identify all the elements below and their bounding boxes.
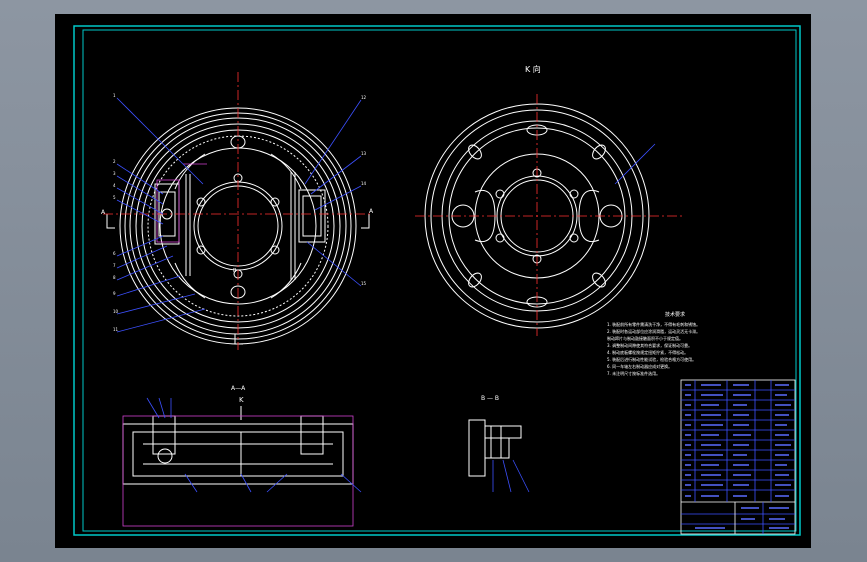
title-block [680, 379, 796, 535]
tech-notes: 1. 装配前所有零件需清洗干净，不得有毛刺和锈蚀。 2. 装配时各运动部位应涂润… [607, 321, 700, 376]
svg-text:6: 6 [113, 251, 116, 256]
main-view-centerlines [103, 72, 373, 350]
tech-note: 制动蹄片与制动鼓接触面积不小于规定值。 [607, 335, 683, 341]
svg-text:14: 14 [361, 181, 367, 186]
tech-note: 1. 装配前所有零件需清洗干净，不得有毛刺和锈蚀。 [607, 321, 700, 327]
section-aa-view [122, 415, 354, 485]
tech-note: 5. 装配后进行制动性能试验，检验合格方可使用。 [607, 356, 696, 362]
cad-drawing: 1 2 3 4 5 6 7 8 9 10 11 12 13 14 15 A A … [73, 25, 801, 536]
tech-note: 3. 调整制动间隙使其符合要求，保证制动可靠。 [607, 342, 692, 348]
svg-text:11: 11 [113, 327, 119, 332]
svg-text:7: 7 [113, 263, 116, 268]
svg-text:9: 9 [113, 291, 116, 296]
section-bb-leaders [492, 459, 530, 493]
view-k-title: K 向 [525, 64, 541, 74]
section-aa-leaders [146, 397, 362, 493]
inner-frame [82, 29, 797, 532]
section-aa-hidden-outline [122, 415, 354, 527]
arrow-a-right-label: A [369, 208, 374, 215]
svg-text:13: 13 [361, 151, 367, 156]
section-bb-view [468, 419, 522, 477]
main-view-leaders [116, 97, 362, 333]
section-aa-title: A—A [231, 385, 246, 392]
main-view-balloons: 1 2 3 4 5 6 7 8 9 10 11 12 13 14 15 [113, 93, 367, 332]
tech-notes-title: 技术要求 [665, 311, 685, 318]
svg-text:3: 3 [113, 171, 116, 176]
tech-note: 2. 装配时各运动部位应涂润滑脂，运动灵活无卡滞。 [607, 328, 700, 334]
arrow-a-left-label: A [101, 209, 106, 216]
svg-text:4: 4 [113, 183, 116, 188]
k-view-centerlines [415, 94, 683, 336]
tech-note: 4. 制动底板螺栓按规定扭矩拧紧，不得松动。 [607, 349, 688, 355]
k-view-leader [614, 143, 656, 185]
svg-text:8: 8 [113, 275, 116, 280]
svg-text:1: 1 [113, 93, 116, 98]
section-b-mark: B [233, 268, 237, 274]
tech-note: 6. 同一车轴左右制动器应成对更换。 [607, 363, 672, 369]
svg-text:2: 2 [113, 159, 116, 164]
svg-text:10: 10 [113, 309, 119, 314]
svg-text:12: 12 [361, 95, 367, 100]
section-bb-title: B — B [481, 395, 499, 402]
drawing-sheet: 1 2 3 4 5 6 7 8 9 10 11 12 13 14 15 A A … [55, 14, 811, 548]
tech-note: 7. 未注明尺寸按标准件选用。 [607, 370, 660, 376]
k-arrow-label: K [239, 396, 244, 404]
outer-frame [73, 25, 801, 536]
svg-text:15: 15 [361, 281, 367, 286]
title-block-text-marks [685, 384, 791, 529]
svg-text:5: 5 [113, 195, 116, 200]
